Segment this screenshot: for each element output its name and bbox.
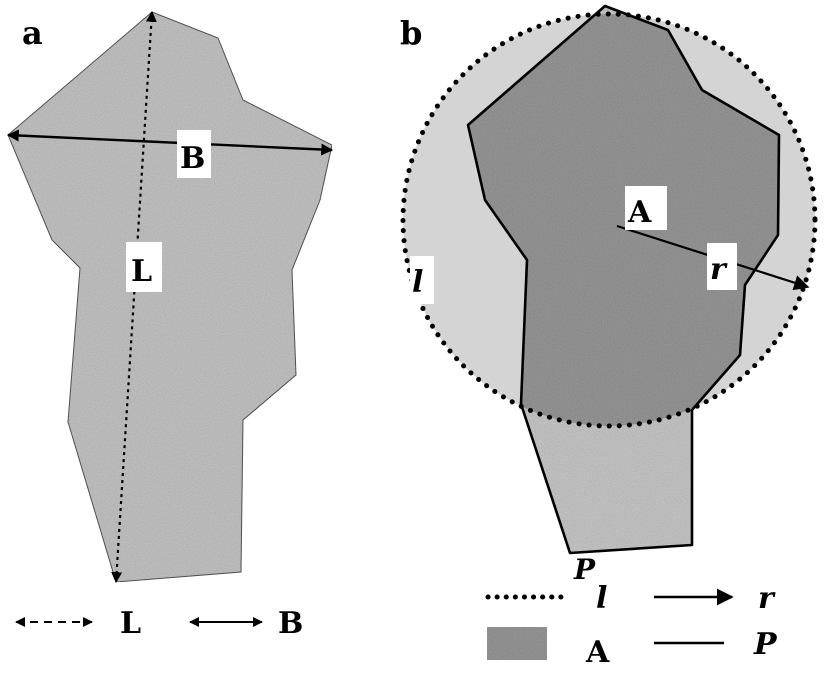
panel-b-letter: b (400, 14, 422, 52)
radius-label: r (710, 252, 728, 287)
legend-area-label: A (585, 635, 610, 670)
perimeter-label: P (573, 553, 596, 586)
legend-area-swatch (487, 627, 547, 660)
panel-a-letter: a (22, 14, 43, 52)
legend-b: l r A P (485, 581, 778, 670)
legend-length-label: L (120, 606, 141, 641)
perimeter-outline (466, 4, 781, 555)
radius-label-box (707, 243, 737, 290)
breadth-axis-line (6, 129, 334, 156)
circle-label: l (412, 265, 423, 300)
panel-a: a B L (6, 10, 334, 584)
panel-b: b A r l P (400, 4, 818, 586)
legend-perimeter-label: P (753, 627, 778, 662)
legend-breadth-label: B (278, 606, 303, 641)
legend-circle-label: l (596, 581, 607, 616)
breadth-label: B (180, 141, 205, 176)
area-label-box (625, 186, 667, 230)
area-label: A (627, 195, 652, 230)
breadth-label-box (177, 130, 211, 178)
circumscribing-circle-outline (400, 11, 818, 429)
circle-label-box (410, 256, 434, 304)
length-label-box (126, 242, 162, 292)
legend-radius-label: r (758, 581, 776, 616)
legend-a: L B (15, 606, 303, 641)
length-label: L (131, 254, 152, 289)
grain-outline-a (7, 11, 333, 583)
